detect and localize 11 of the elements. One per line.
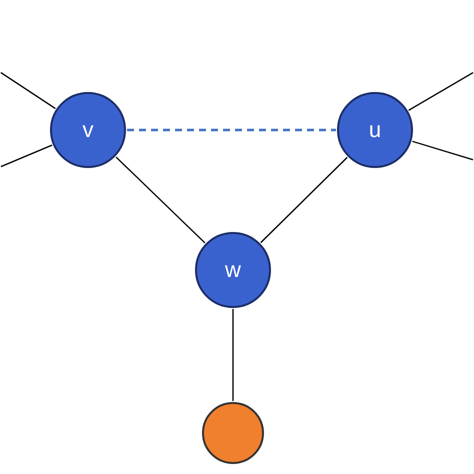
- edge-line: [232, 309, 234, 401]
- node-label: u: [368, 117, 382, 143]
- edge-line: [0, 144, 52, 168]
- edge-line: [116, 156, 206, 244]
- node-label: v: [82, 117, 94, 143]
- edge-line: [0, 72, 56, 110]
- dashed-edge: [127, 128, 336, 132]
- edge-line: [408, 72, 474, 111]
- edge-line: [412, 140, 474, 160]
- edge-line: [260, 156, 348, 244]
- node-label: w: [225, 257, 241, 283]
